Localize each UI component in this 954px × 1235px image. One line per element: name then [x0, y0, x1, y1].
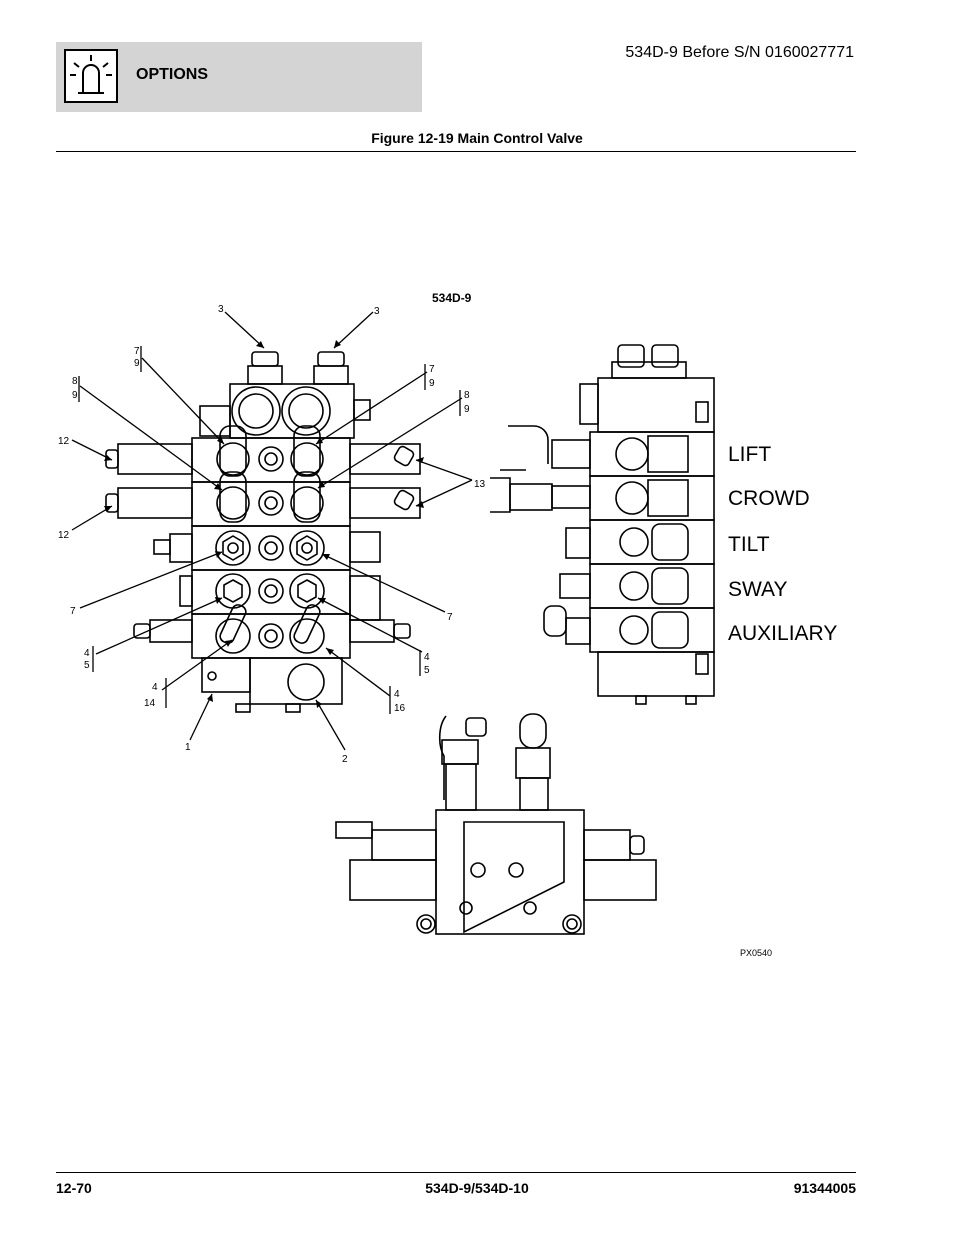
front-view	[105, 351, 421, 713]
callout-9-right: 9	[464, 404, 470, 415]
callout-3-left: 3	[218, 304, 224, 315]
label-tilt: TILT	[728, 533, 770, 556]
page-number: 12-70	[56, 1180, 92, 1196]
callout-13: 13	[474, 479, 486, 490]
callout-9-left: 9	[72, 390, 78, 401]
callout-8-right: 8	[464, 390, 470, 401]
callout-7-lower-left: 7	[70, 606, 76, 617]
callout-5-right: 5	[424, 665, 430, 676]
callout-4-bottom-right: 4	[394, 689, 400, 700]
image-code: PX0540	[740, 948, 772, 958]
callout-12-bottom: 12	[58, 530, 70, 541]
callout-5-left: 5	[84, 660, 90, 671]
callout-12-top: 12	[58, 436, 70, 447]
callout-2: 2	[342, 754, 348, 765]
label-sway: SWAY	[728, 578, 788, 601]
section-title: OPTIONS	[136, 66, 209, 83]
callout-7-top-left: 7	[134, 346, 140, 357]
serial-note: 534D-9 Before S/N 0160027771	[625, 44, 854, 61]
callout-4-right: 4	[424, 652, 430, 663]
callout-16: 16	[394, 703, 406, 714]
callout-9-top-left: 9	[134, 358, 140, 369]
section-header: OPTIONS	[56, 42, 422, 112]
callout-8-left: 8	[72, 376, 78, 387]
callout-3-right: 3	[374, 306, 380, 317]
end-view	[335, 713, 657, 935]
side-view	[490, 344, 715, 705]
model-label: 534D-9	[432, 291, 472, 305]
warning-beacon-icon	[64, 49, 118, 103]
label-crowd: CROWD	[728, 487, 810, 510]
callout-7-lower-right: 7	[447, 612, 453, 623]
callout-4-left: 4	[84, 648, 90, 659]
callout-14: 14	[144, 698, 156, 709]
footer-rule	[56, 1172, 856, 1173]
doc-number: 91344005	[793, 1180, 856, 1196]
label-lift: LIFT	[728, 443, 771, 466]
figure-title: Figure 12-19 Main Control Valve	[371, 130, 583, 146]
label-auxiliary: AUXILIARY	[728, 622, 837, 645]
header-rule	[56, 151, 856, 152]
callout-9-top-right: 9	[429, 378, 435, 389]
footer-models: 534D-9/534D-10	[425, 1180, 529, 1196]
callout-7-top-right: 7	[429, 364, 435, 375]
callout-4-bottom-left: 4	[152, 682, 158, 693]
callout-1: 1	[185, 742, 191, 753]
